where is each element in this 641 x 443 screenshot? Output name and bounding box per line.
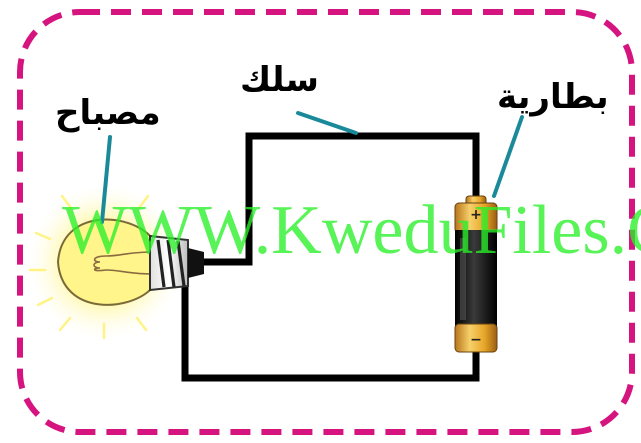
wire-pointer <box>296 111 358 135</box>
battery-pointer <box>492 115 524 198</box>
lamp-base <box>149 234 204 292</box>
dashed-frame <box>17 9 635 435</box>
battery-negative-mark: − <box>470 332 482 348</box>
battery-positive-mark: + <box>470 207 482 223</box>
wire-label: سلك <box>240 60 319 100</box>
watermark-text: WWW.KweduFiles.Com <box>62 196 641 266</box>
lamp-label: مصباح <box>55 93 161 133</box>
battery: + − <box>454 195 498 353</box>
filament <box>93 251 153 275</box>
label-pointers <box>100 111 524 224</box>
lamp-pointer <box>100 135 112 224</box>
battery-label: بطارية <box>497 77 609 117</box>
wire <box>181 132 480 382</box>
